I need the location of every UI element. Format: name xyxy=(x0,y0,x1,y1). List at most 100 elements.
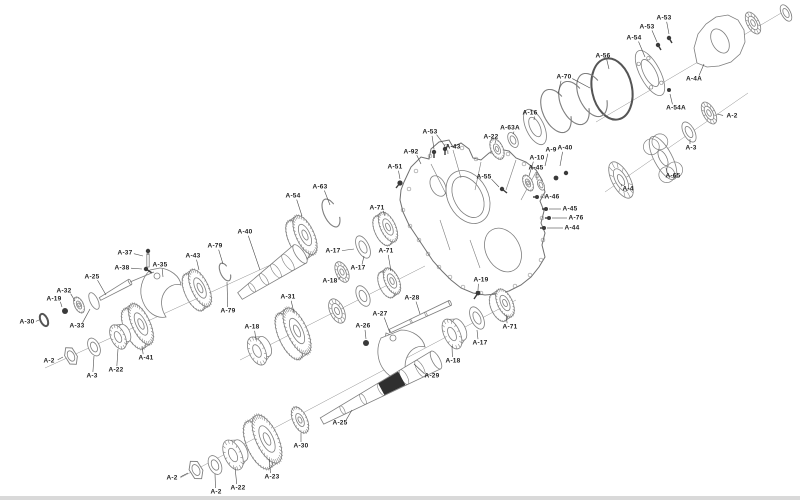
part-label: A-53 xyxy=(423,129,438,136)
part-washer xyxy=(523,108,547,146)
part-label: A-37 xyxy=(118,250,133,257)
part-washer xyxy=(87,337,101,357)
leader-line xyxy=(97,280,107,296)
part-label: A-40 xyxy=(558,145,573,152)
leader-line xyxy=(290,300,295,314)
leader-line xyxy=(82,308,91,323)
part-bolt xyxy=(533,195,539,199)
leader-line xyxy=(161,268,164,278)
part-cring xyxy=(558,80,590,126)
part-label: A-25 xyxy=(333,420,348,427)
part-label: A-54 xyxy=(627,35,642,42)
part-label: A-45 xyxy=(529,165,544,172)
part-label: A-53 xyxy=(640,24,655,31)
leader-line xyxy=(268,458,271,474)
part-label: A-9 xyxy=(545,147,556,154)
part-bolt xyxy=(540,226,546,230)
part-blob xyxy=(140,267,182,318)
leader-line xyxy=(234,466,238,485)
part-shaft xyxy=(98,278,133,301)
part-bolt xyxy=(143,266,153,274)
part-shaft xyxy=(319,350,443,425)
leader-line xyxy=(35,319,40,322)
part-gear3d xyxy=(377,266,402,299)
part-gear xyxy=(290,405,310,435)
leader-line xyxy=(226,281,228,308)
part-label: A-76 xyxy=(569,215,584,222)
leader-line xyxy=(133,253,144,257)
part-pin xyxy=(563,170,569,176)
leader-line xyxy=(436,134,446,147)
part-label: A-18 xyxy=(323,278,338,285)
part-label: A-31 xyxy=(281,294,296,301)
part-label: A-27 xyxy=(373,311,388,318)
part-label: A-33 xyxy=(70,323,85,330)
part-label: A-54A xyxy=(666,105,686,112)
leader-line xyxy=(698,63,705,76)
part-label: A-35 xyxy=(153,262,168,269)
leader-line xyxy=(620,183,623,187)
part-label: A-17 xyxy=(326,248,341,255)
part-label: A-71 xyxy=(370,205,385,212)
leader-line xyxy=(130,267,143,270)
leader-line xyxy=(491,179,500,188)
part-label: A-22 xyxy=(484,134,499,141)
part-label: A-71 xyxy=(379,248,394,255)
part-bolt xyxy=(442,146,448,155)
part-gear3d xyxy=(488,287,516,323)
part-label: A-17 xyxy=(351,265,366,272)
part-label: A-22 xyxy=(231,485,246,492)
part-bolt xyxy=(473,290,481,300)
leader-line xyxy=(494,140,497,144)
part-ring xyxy=(389,334,397,342)
leader-line xyxy=(60,301,63,308)
part-label: A-43 xyxy=(446,144,461,151)
leader-line xyxy=(476,329,479,340)
part-cring xyxy=(576,72,608,118)
part-hex xyxy=(64,347,78,365)
part-label: A-30 xyxy=(294,443,309,450)
leader-line xyxy=(254,330,257,341)
part-cone xyxy=(222,439,249,471)
part-washer xyxy=(681,121,697,143)
part-washer xyxy=(469,306,485,330)
part-label: A-70 xyxy=(557,74,572,81)
part-bolt xyxy=(431,149,437,158)
leader-line xyxy=(387,254,392,272)
leader-line xyxy=(398,170,401,180)
part-label: A-45 xyxy=(563,206,578,213)
part-washer xyxy=(507,132,519,148)
part-flange xyxy=(643,133,683,183)
leader-line xyxy=(716,113,724,116)
part-cring xyxy=(321,198,341,228)
part-label: A-46 xyxy=(545,194,560,201)
leader-line xyxy=(338,276,341,280)
part-gear3d xyxy=(242,413,284,471)
part-label: A-63A xyxy=(500,125,520,132)
leader-line xyxy=(214,473,216,489)
part-hex xyxy=(188,460,204,480)
part-bolt xyxy=(545,216,551,220)
part-label: A-4A xyxy=(686,76,702,83)
part-label: A-30 xyxy=(20,319,35,326)
leader-line xyxy=(512,131,515,135)
part-label: A-2 xyxy=(166,475,177,482)
part-label: A-79 xyxy=(221,308,236,315)
part-line xyxy=(129,271,155,283)
leader-line xyxy=(651,30,658,43)
part-cone xyxy=(109,323,132,350)
part-pin xyxy=(667,88,671,92)
part-label: A-3 xyxy=(685,145,696,152)
leader-line xyxy=(57,356,64,361)
leader-line xyxy=(296,199,303,217)
leader-line xyxy=(415,301,421,315)
part-label: A-79 xyxy=(208,243,223,250)
image-bottom-border xyxy=(0,496,800,500)
leader-line xyxy=(70,293,76,302)
part-label: A-43 xyxy=(186,253,201,260)
part-label: A-54 xyxy=(286,193,301,200)
part-label: A-51 xyxy=(388,164,403,171)
part-label: A-2 xyxy=(210,489,221,496)
part-pin xyxy=(62,308,68,314)
